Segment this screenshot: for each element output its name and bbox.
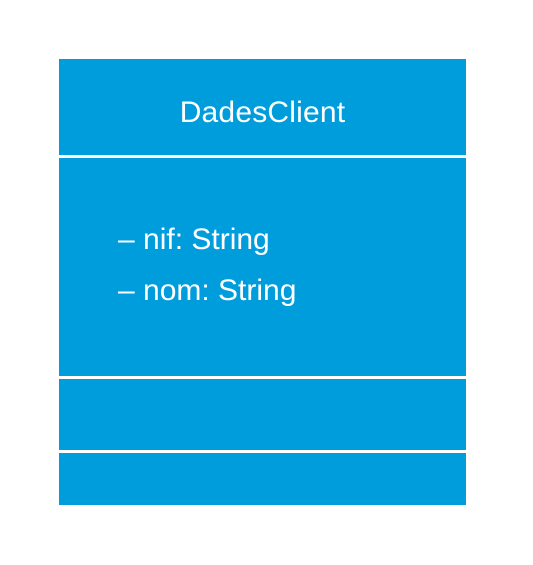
compartment-divider [59, 155, 466, 158]
extra-compartment [59, 453, 466, 505]
uml-class-box: DadesClient – nif: String – nom: String [59, 59, 466, 505]
compartment-divider [59, 376, 466, 379]
attribute-nif: – nif: String [118, 223, 270, 256]
class-name-compartment: DadesClient [59, 59, 466, 155]
compartment-divider [59, 450, 466, 453]
attributes-compartment: – nif: String – nom: String [59, 158, 466, 376]
class-name: DadesClient [179, 96, 346, 129]
attribute-nom: – nom: String [118, 274, 297, 307]
operations-compartment [59, 379, 466, 450]
